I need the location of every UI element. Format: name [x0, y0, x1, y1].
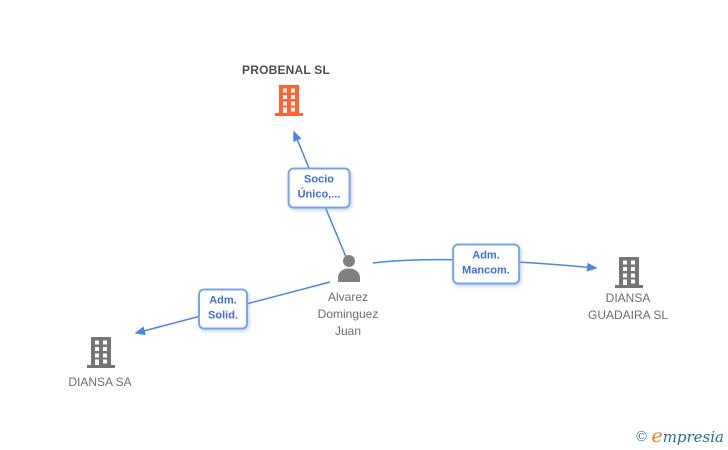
- edge-label-line: Adm.: [209, 294, 237, 307]
- brand-text: mpresia: [662, 428, 724, 446]
- node-label-alvarez[interactable]: Alvarez Dominguez Juan: [318, 289, 379, 340]
- person-name-line: Juan: [334, 324, 362, 338]
- edge-label-line: Solid.: [208, 309, 238, 322]
- edge-label-line: Único,...: [297, 188, 341, 201]
- company-building-icon-diansa-guadaira[interactable]: [615, 257, 643, 288]
- copyright-icon: ©: [634, 429, 649, 445]
- company-building-icon-diansa[interactable]: [87, 337, 115, 368]
- edge-label-line: Mancom.: [462, 264, 510, 277]
- edge-label-line: Socio: [304, 173, 334, 186]
- company-name-line: GUADAIRA SL: [587, 308, 669, 322]
- company-name-line: DIANSA: [605, 291, 651, 305]
- node-label-diansa[interactable]: DIANSA SA: [68, 374, 131, 391]
- person-name-line: Dominguez: [317, 307, 379, 321]
- company-building-icon-probenal[interactable]: [275, 85, 303, 116]
- person-name-line: Alvarez: [327, 290, 369, 304]
- node-label-probenal[interactable]: PROBENAL SL: [242, 63, 330, 77]
- node-label-diansa-guadaira[interactable]: DIANSA GUADAIRA SL: [588, 290, 668, 324]
- company-name-line: DIANSA SA: [68, 375, 132, 389]
- edge-label-line: Adm.: [472, 249, 500, 262]
- edge-label-adm-solid[interactable]: Adm. Solid.: [198, 288, 248, 330]
- edge-label-adm-mancom[interactable]: Adm. Mancom.: [452, 243, 520, 285]
- person-icon-alvarez[interactable]: [334, 253, 364, 283]
- brand-letter: e: [651, 425, 663, 447]
- edge-label-socio-unico[interactable]: Socio Único,...: [287, 167, 351, 209]
- empresia-logo[interactable]: ©empresia: [634, 425, 724, 447]
